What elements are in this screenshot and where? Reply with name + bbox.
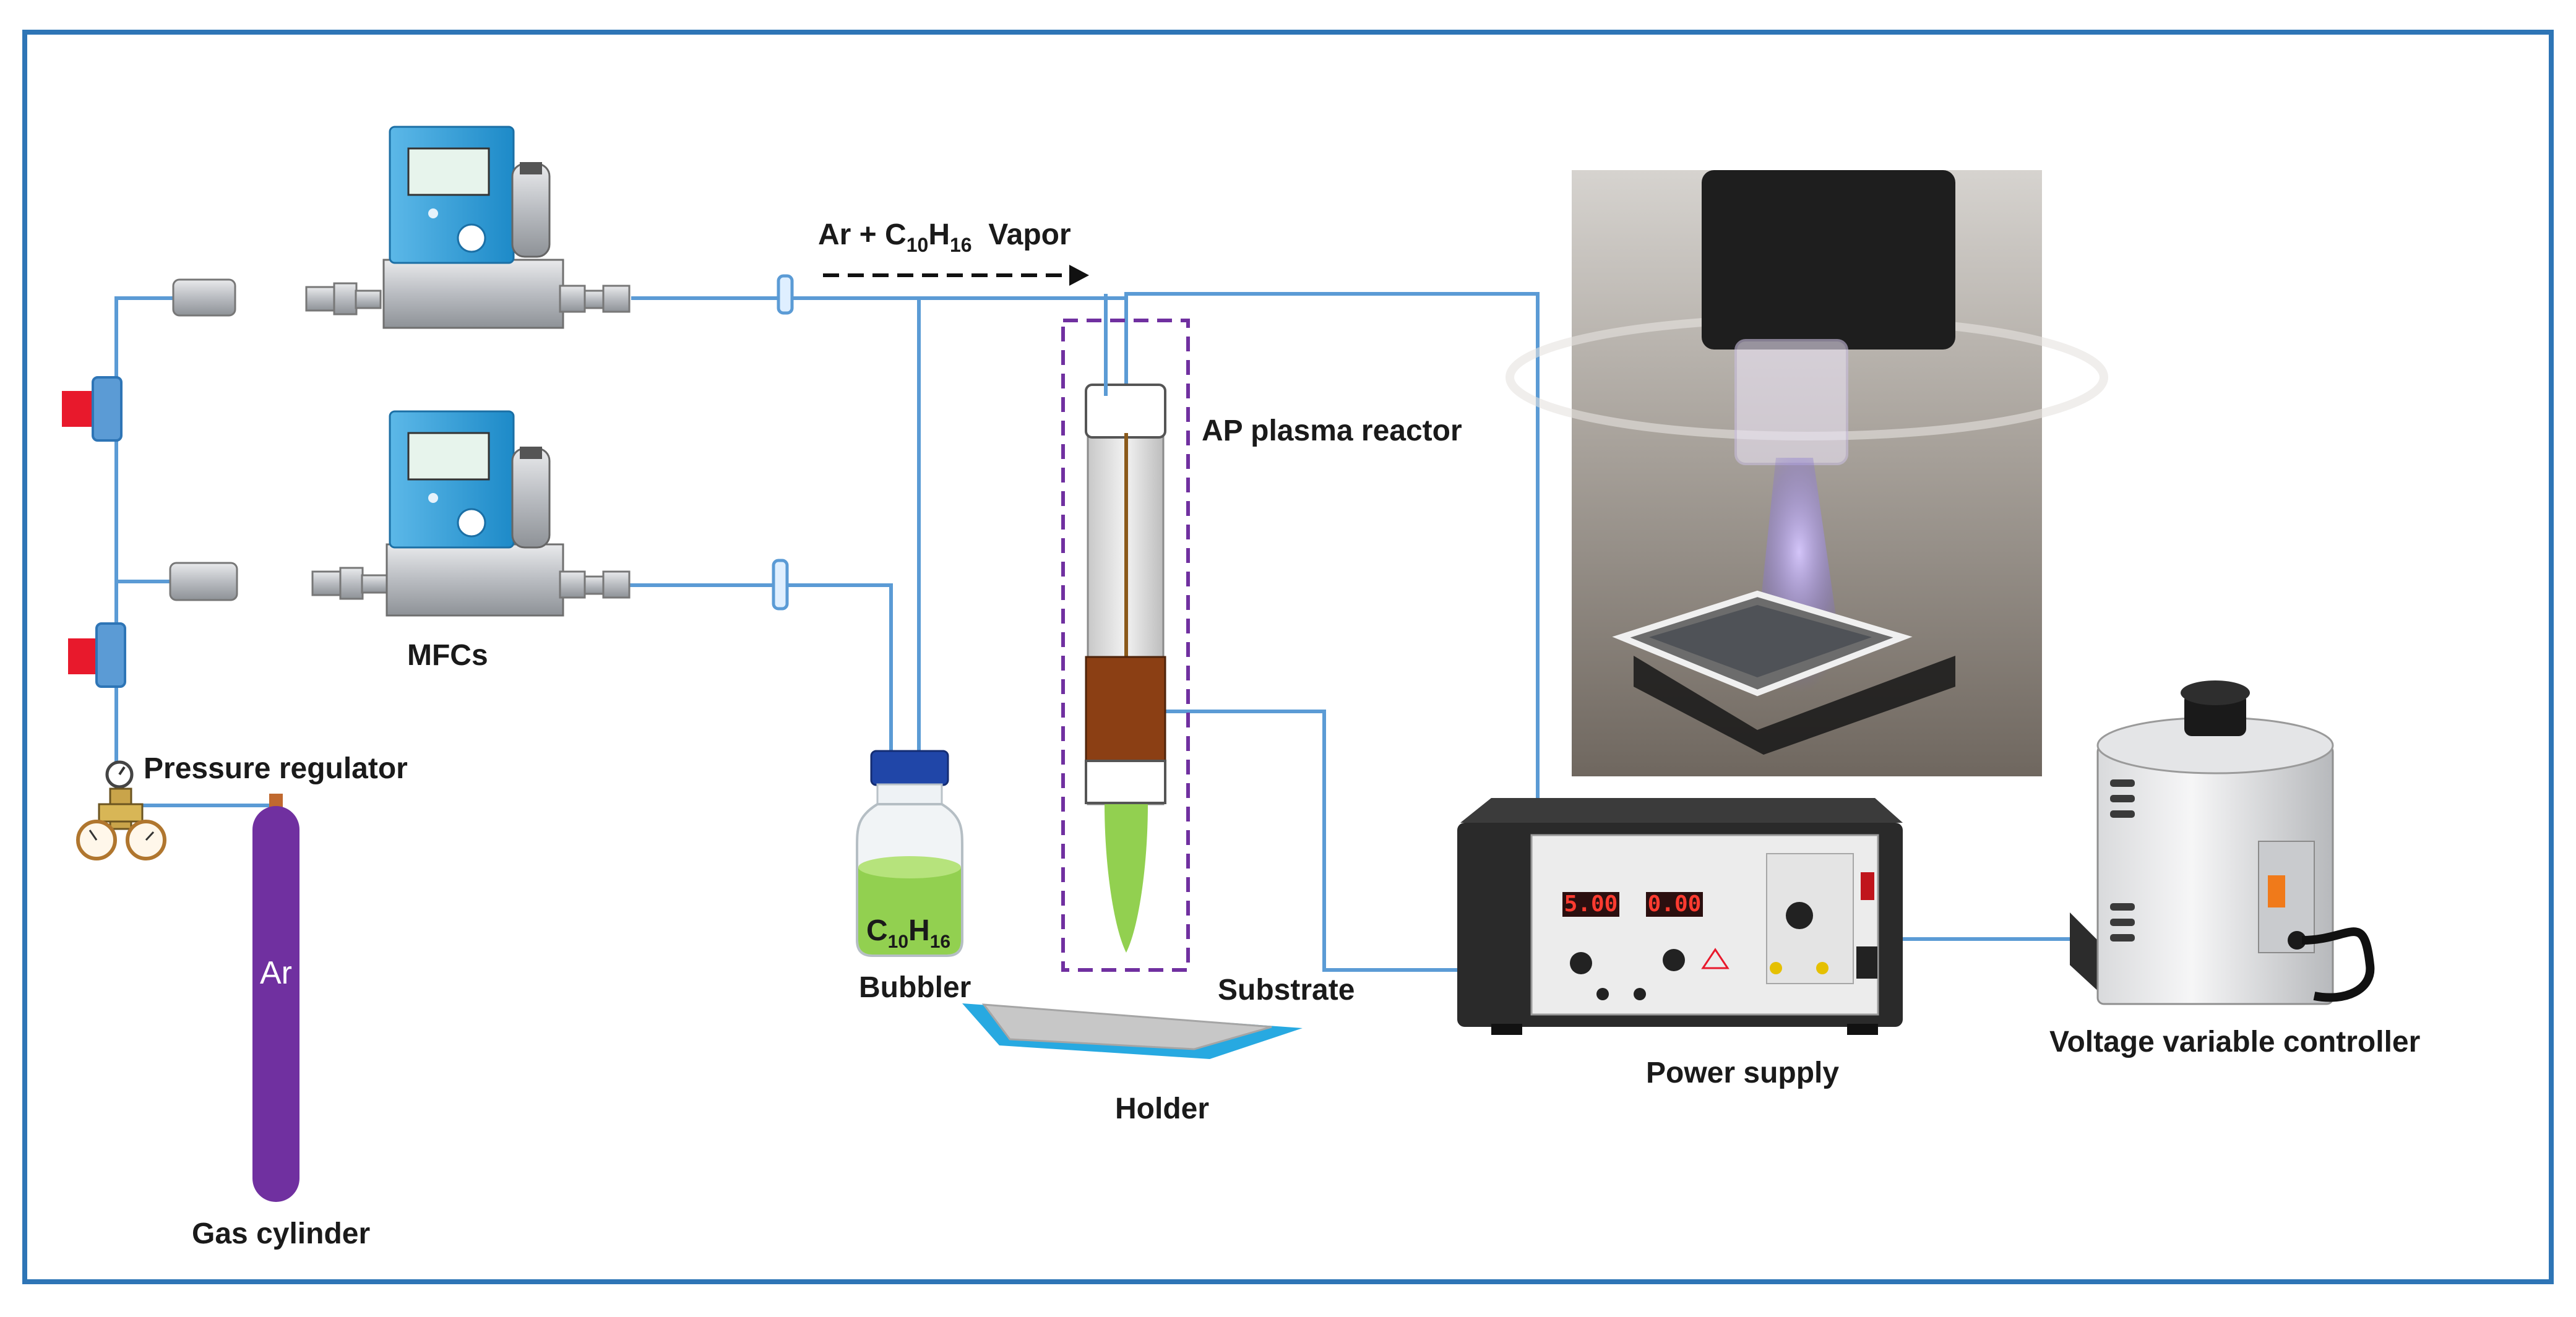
valve-upper[interactable] — [62, 376, 123, 442]
flow-arrow — [823, 265, 1089, 286]
valve-lower[interactable] — [68, 622, 126, 688]
label-pressure-regulator: Pressure regulator — [144, 752, 408, 785]
figure-frame — [22, 30, 2554, 1284]
plasma-reactor[interactable] — [1061, 294, 1190, 972]
plasma-jet-photo — [1506, 170, 2108, 776]
label-mfcs: MFCs — [407, 639, 488, 672]
voltage-controller[interactable] — [2070, 680, 2375, 1005]
gas-lines — [114, 292, 2073, 972]
gas-cylinder — [252, 794, 299, 1202]
label-power-supply: Power supply — [1646, 1057, 1839, 1089]
line-fitting-top — [777, 274, 794, 315]
substrate-holder — [962, 1003, 1303, 1059]
pressure-regulator[interactable] — [76, 760, 166, 860]
line-fitting-bottom — [772, 559, 789, 611]
label-flow: Ar + C10H16 Vapor — [818, 218, 1071, 256]
label-bubbler: Bubbler — [859, 971, 971, 1004]
power-display-left: 5.00 — [1564, 891, 1618, 917]
label-gas-cylinder: Gas cylinder — [192, 1217, 370, 1250]
power-supply[interactable] — [1457, 798, 1903, 1035]
cylinder-gas-label: Ar — [260, 955, 292, 991]
power-display-right: 0.00 — [1648, 891, 1702, 917]
label-holder: Holder — [1115, 1092, 1209, 1125]
label-substrate: Substrate — [1218, 974, 1355, 1006]
bubbler-liquid-label: C10H16 — [866, 914, 950, 952]
label-reactor: AP plasma reactor — [1202, 414, 1462, 447]
mfc-bottom[interactable] — [169, 410, 631, 617]
label-controller: Voltage variable controller — [2049, 1026, 2420, 1058]
bubbler[interactable] — [856, 750, 963, 957]
mfc-top[interactable] — [172, 126, 631, 329]
